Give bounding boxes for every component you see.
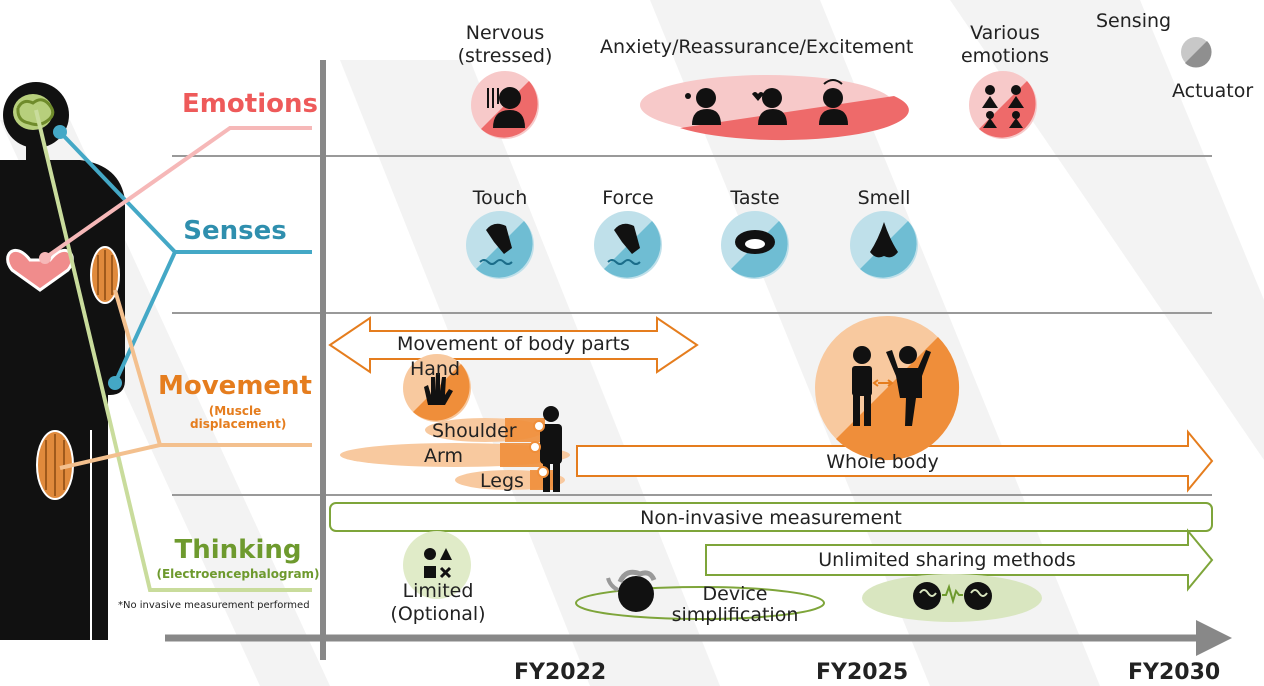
thinking-non-invasive-bar bbox=[329, 502, 1213, 532]
category-thinking-sub: (Electroencephalogram) bbox=[156, 566, 320, 581]
emotions-various-icon bbox=[969, 71, 1037, 139]
thinking-non-invasive-label: Non-invasive measurement bbox=[640, 507, 902, 529]
movement-shoulder-label: Shoulder bbox=[432, 420, 517, 442]
sense-taste-label: Taste bbox=[730, 187, 780, 209]
footnote: *No invasive measurement performed bbox=[118, 600, 310, 611]
movement-body-parts-label: Movement of body parts bbox=[397, 333, 630, 355]
emotion-anxiety-label: Anxiety/Reassurance/Excitement bbox=[600, 36, 914, 58]
timeline-fy2030: FY2030 bbox=[1128, 660, 1221, 685]
sense-force-label: Force bbox=[602, 187, 654, 209]
emotion-nervous-label: Nervous (stressed) bbox=[457, 22, 553, 67]
legend-actuator-label: Actuator bbox=[1172, 80, 1254, 102]
senses-taste-icon bbox=[721, 211, 789, 279]
emotions-anxiety-reassurance-excitement-icons bbox=[640, 75, 909, 141]
emotion-various-label: Various emotions bbox=[960, 22, 1050, 67]
sense-touch-label: Touch bbox=[472, 187, 528, 209]
movement-arm-label: Arm bbox=[424, 445, 463, 467]
category-emotions-label: Emotions bbox=[182, 89, 318, 119]
movement-whole-body-icon bbox=[815, 316, 960, 461]
category-movement: Movement (Muscle displacement) bbox=[150, 372, 320, 432]
row-separators bbox=[172, 155, 1212, 496]
senses-touch-icon bbox=[466, 211, 534, 279]
category-connectors bbox=[34, 109, 312, 592]
movement-person-icon bbox=[529, 406, 562, 492]
sensing-actuator-legend-icon bbox=[1181, 37, 1212, 68]
movement-hand-icon bbox=[403, 354, 471, 422]
thinking-connector bbox=[34, 109, 312, 592]
time-axis-arrowhead bbox=[1196, 620, 1232, 656]
senses-force-icon bbox=[594, 211, 662, 279]
thinking-unlimited-label: Unlimited sharing methods bbox=[818, 549, 1076, 571]
senses-smell-icon bbox=[850, 211, 918, 279]
legend-sensing-label: Sensing bbox=[1096, 10, 1172, 32]
timeline-fy2025: FY2025 bbox=[816, 660, 909, 685]
emotions-connector bbox=[43, 126, 312, 260]
human-body-icon bbox=[0, 82, 125, 640]
thinking-unlimited-arrow bbox=[705, 528, 1214, 592]
category-movement-label: Movement bbox=[158, 371, 312, 401]
category-movement-sub: (Muscle displacement) bbox=[190, 403, 287, 432]
movement-hand-label: Hand bbox=[409, 358, 461, 380]
sense-smell-label: Smell bbox=[857, 187, 911, 209]
thinking-limited-icon bbox=[403, 531, 471, 599]
emotions-nervous-icon bbox=[471, 71, 539, 139]
category-thinking-label: Thinking bbox=[174, 535, 302, 565]
thinking-device-simplification-icon bbox=[575, 569, 825, 620]
category-thinking: Thinking (Electroencephalogram) bbox=[148, 536, 328, 581]
thinking-device-label: Device simplification bbox=[671, 583, 799, 626]
thinking-limited-label: Limited (Optional) bbox=[390, 580, 486, 625]
thinking-sharing-icon bbox=[862, 574, 1042, 622]
movement-whole-body-arrow bbox=[576, 429, 1214, 493]
movement-legs-label: Legs bbox=[480, 470, 524, 492]
movement-whole-body-label: Whole body bbox=[826, 451, 939, 473]
category-senses-label: Senses bbox=[183, 216, 287, 246]
timeline-fy2022: FY2022 bbox=[514, 660, 607, 685]
